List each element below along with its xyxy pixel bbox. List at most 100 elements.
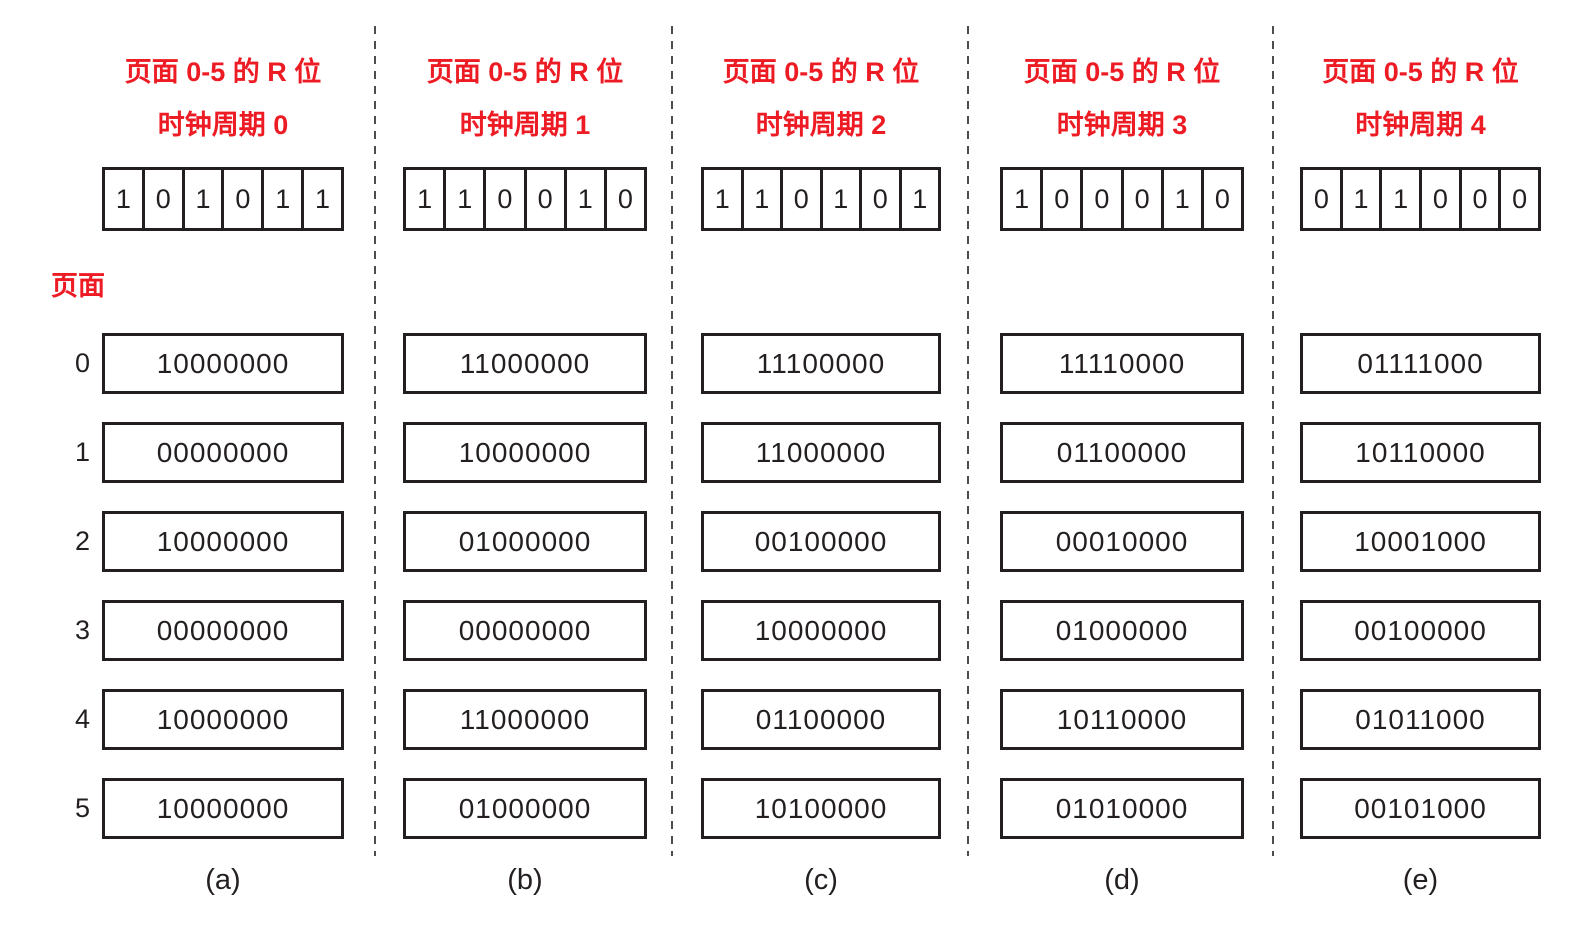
r-bit-cell: 0: [1120, 170, 1161, 228]
r-bit-cell: 0: [1419, 170, 1459, 228]
counter-box: 10001000: [1300, 511, 1541, 572]
counter-box: 00000000: [102, 422, 344, 483]
r-bits-box: 1 0 0 0 1 0: [1000, 167, 1244, 231]
column-title-line1: 页面 0-5 的 R 位: [426, 57, 624, 87]
r-bit-cell: 0: [1313, 183, 1329, 214]
page-number-2: 2: [74, 526, 90, 556]
r-bit-cell: 0: [780, 170, 820, 228]
page-number-1: 1: [74, 437, 90, 467]
column-title-line2: 时钟周期 2: [755, 110, 887, 140]
counter-box: 10110000: [1000, 689, 1244, 750]
counter-box: 11000000: [403, 333, 647, 394]
r-bits-box: 1 1 0 1 0 1: [701, 167, 941, 231]
r-bit-cell: 1: [898, 170, 939, 228]
counter-box: 01100000: [701, 689, 941, 750]
page-number-0: 0: [74, 348, 90, 378]
clock-tick-column-b: 页面 0-5 的 R 位 时钟周期 1 1 1 0 0 1 0 11000000…: [403, 0, 647, 932]
dashed-separator: [1272, 26, 1274, 856]
clock-tick-column-c: 页面 0-5 的 R 位 时钟周期 2 1 1 0 1 0 1 11100000…: [701, 0, 941, 932]
dashed-separator: [967, 26, 969, 856]
r-bit-cell: 1: [417, 183, 433, 214]
column-label: (c): [804, 864, 838, 896]
counter-box: 10100000: [701, 778, 941, 839]
column-title: 页面 0-5 的 R 位 时钟周期 1: [367, 46, 683, 152]
counter-box: 10000000: [102, 778, 344, 839]
r-bit-cell: 1: [1160, 170, 1201, 228]
clock-tick-column-e: 页面 0-5 的 R 位 时钟周期 4 0 1 1 0 0 0 01111000…: [1300, 0, 1541, 932]
r-bit-cell: 1: [1379, 170, 1419, 228]
column-title-line1: 页面 0-5 的 R 位: [722, 57, 920, 87]
r-bit-cell: 0: [859, 170, 899, 228]
column-title: 页面 0-5 的 R 位 时钟周期 0: [66, 46, 380, 152]
column-title: 页面 0-5 的 R 位 时钟周期 4: [1264, 46, 1577, 152]
column-title-line1: 页面 0-5 的 R 位: [124, 57, 322, 87]
counter-box: 10000000: [403, 422, 647, 483]
r-bit-cell: 1: [301, 170, 341, 228]
r-bit-cell: 0: [483, 170, 523, 228]
r-bit-cell: 1: [181, 170, 222, 228]
counter-box: 00010000: [1000, 511, 1244, 572]
r-bit-cell: 0: [1080, 170, 1120, 228]
counter-box: 00000000: [102, 600, 344, 661]
column-title-line2: 时钟周期 0: [157, 110, 289, 140]
r-bit-cell: 1: [443, 170, 483, 228]
page-number-4: 4: [74, 704, 90, 734]
counter-box: 01111000: [1300, 333, 1541, 394]
counter-box: 00100000: [1300, 600, 1541, 661]
column-label: (d): [1104, 864, 1140, 896]
r-bit-cell: 1: [563, 170, 604, 228]
r-bit-cell: 0: [523, 170, 564, 228]
r-bits-box: 1 0 1 0 1 1: [102, 167, 344, 231]
column-title-line2: 时钟周期 3: [1056, 110, 1188, 140]
counter-box: 01000000: [1000, 600, 1244, 661]
counter-box: 00100000: [701, 511, 941, 572]
counter-box: 11100000: [701, 333, 941, 394]
counter-box: 10110000: [1300, 422, 1541, 483]
dashed-separator: [374, 26, 376, 856]
column-title: 页面 0-5 的 R 位 时钟周期 3: [964, 46, 1280, 152]
column-label: (b): [507, 864, 543, 896]
r-bit-cell: 0: [603, 170, 644, 228]
counter-box: 11000000: [403, 689, 647, 750]
r-bit-cell: 0: [1040, 170, 1080, 228]
counter-box: 10000000: [102, 689, 344, 750]
r-bit-cell: 1: [1339, 170, 1380, 228]
counter-box: 01011000: [1300, 689, 1541, 750]
counter-box: 01000000: [403, 778, 647, 839]
counter-box: 00000000: [403, 600, 647, 661]
page-column-header: 页面: [51, 271, 105, 301]
counter-box: 01000000: [403, 511, 647, 572]
r-bit-cell: 0: [141, 170, 182, 228]
r-bit-cell: 1: [115, 183, 131, 214]
column-title: 页面 0-5 的 R 位 时钟周期 2: [665, 46, 977, 152]
r-bit-cell: 1: [261, 170, 301, 228]
column-title-line2: 时钟周期 4: [1355, 110, 1486, 140]
counter-box: 10000000: [701, 600, 941, 661]
dashed-separator: [671, 26, 673, 856]
column-title-line2: 时钟周期 1: [459, 110, 591, 140]
page-number-5: 5: [74, 793, 90, 823]
r-bit-cell: 1: [819, 170, 860, 228]
r-bits-box: 1 1 0 0 1 0: [403, 167, 647, 231]
r-bit-cell: 0: [1458, 170, 1499, 228]
r-bits-box: 0 1 1 0 0 0: [1300, 167, 1541, 231]
counter-box: 00101000: [1300, 778, 1541, 839]
clock-tick-column-a: 页面 0-5 的 R 位 时钟周期 0 1 0 1 0 1 1 10000000…: [102, 0, 344, 932]
r-bit-cell: 1: [714, 183, 730, 214]
counter-box: 10000000: [102, 333, 344, 394]
counter-box: 11110000: [1000, 333, 1244, 394]
column-label: (a): [205, 864, 241, 896]
r-bit-cell: 0: [1200, 170, 1241, 228]
counter-box: 01010000: [1000, 778, 1244, 839]
column-label: (e): [1402, 864, 1439, 896]
column-title-line1: 页面 0-5 的 R 位: [1023, 57, 1221, 87]
page-number-3: 3: [74, 615, 90, 645]
clock-tick-column-d: 页面 0-5 的 R 位 时钟周期 3 1 0 0 0 1 0 11110000…: [1000, 0, 1244, 932]
counter-box: 01100000: [1000, 422, 1244, 483]
counter-box: 11000000: [701, 422, 941, 483]
column-title-line1: 页面 0-5 的 R 位: [1322, 57, 1519, 87]
counter-box: 10000000: [102, 511, 344, 572]
r-bit-cell: 1: [1014, 183, 1030, 214]
r-bit-cell: 0: [221, 170, 261, 228]
